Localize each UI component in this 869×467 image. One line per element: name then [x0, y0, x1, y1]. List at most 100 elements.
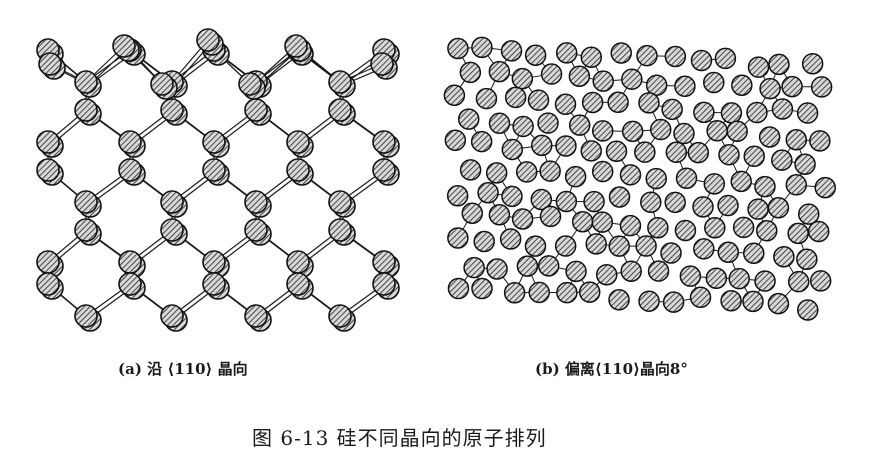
- atom: [621, 120, 644, 143]
- atom: [461, 202, 484, 224]
- atom: [443, 84, 466, 107]
- atom: [638, 92, 660, 114]
- subfigure-a-caption: (a) 沿 ⟨110⟩ 晶向: [118, 360, 248, 378]
- atom: [717, 241, 740, 263]
- atom: [674, 219, 697, 242]
- atom: [674, 75, 696, 98]
- atom: [796, 102, 819, 124]
- atom: [524, 235, 547, 257]
- atom: [447, 277, 470, 300]
- subfigure-b-caption: (b) 偏离⟨110⟩晶向8°: [535, 360, 688, 378]
- atom: [797, 203, 820, 225]
- atom: [743, 242, 765, 265]
- atom: [647, 260, 670, 282]
- atom: [583, 190, 605, 213]
- atom: [689, 286, 712, 309]
- atom: [665, 141, 688, 164]
- atom: [488, 60, 511, 83]
- atom: [457, 108, 480, 130]
- atom: [202, 272, 226, 296]
- atom: [754, 270, 776, 292]
- atom: [74, 304, 98, 328]
- atom: [619, 214, 642, 237]
- atom: [286, 158, 310, 182]
- atom: [473, 230, 495, 253]
- atom: [636, 44, 658, 67]
- atom: [370, 52, 394, 76]
- atom: [512, 115, 534, 138]
- atom: [758, 126, 781, 148]
- atom: [540, 63, 563, 85]
- atom: [328, 190, 352, 214]
- atom: [527, 89, 550, 111]
- atom: [539, 205, 562, 228]
- atom: [664, 45, 687, 68]
- atom: [477, 181, 499, 204]
- atom: [731, 74, 753, 96]
- atom: [660, 242, 682, 264]
- atom: [608, 289, 630, 311]
- atom: [580, 46, 603, 69]
- atom: [459, 61, 482, 84]
- atom: [746, 101, 768, 124]
- atom: [728, 267, 750, 290]
- atom: [605, 140, 628, 162]
- atom: [794, 153, 816, 176]
- atom: [771, 149, 793, 171]
- lattice-view-off-110-8deg: [443, 36, 837, 321]
- atom: [537, 255, 560, 277]
- atom: [515, 161, 538, 183]
- atom: [645, 74, 668, 96]
- atom: [809, 270, 832, 292]
- atom: [640, 191, 662, 213]
- atom: [244, 98, 268, 122]
- atom: [112, 34, 136, 58]
- atom: [787, 222, 809, 245]
- atom: [634, 141, 656, 163]
- atom: [524, 44, 547, 66]
- atom: [446, 184, 469, 207]
- atom: [809, 130, 831, 152]
- atom: [619, 164, 642, 186]
- atom: [742, 290, 764, 313]
- atom: [754, 175, 776, 198]
- atom: [475, 87, 498, 110]
- atom: [530, 188, 553, 211]
- atom: [767, 197, 790, 219]
- atom: [771, 98, 794, 120]
- atom: [571, 210, 594, 233]
- atom: [286, 130, 310, 154]
- atom: [591, 160, 614, 183]
- atom: [743, 145, 765, 168]
- atom: [501, 138, 524, 161]
- atom: [595, 263, 618, 286]
- atom: [459, 159, 482, 181]
- atom: [328, 304, 352, 328]
- atom: [732, 216, 755, 239]
- atom: [36, 272, 60, 296]
- atom: [74, 190, 98, 214]
- atom: [797, 299, 819, 321]
- atom: [470, 130, 493, 153]
- atom: [635, 235, 657, 257]
- atom: [500, 40, 523, 62]
- atom: [539, 160, 561, 182]
- atom: [662, 291, 685, 313]
- atom: [645, 167, 667, 190]
- atom: [118, 130, 142, 154]
- atom: [554, 235, 577, 257]
- atom: [703, 71, 725, 94]
- atom: [693, 238, 715, 260]
- atom: [592, 70, 614, 92]
- atom: [244, 218, 268, 242]
- atom: [555, 135, 577, 157]
- atom: [328, 98, 352, 122]
- atom: [118, 158, 142, 182]
- atom: [286, 272, 310, 296]
- atom: [511, 67, 534, 90]
- atom: [537, 112, 559, 134]
- atom: [202, 250, 226, 274]
- atom: [485, 162, 508, 184]
- atom: [36, 130, 60, 154]
- atom: [581, 91, 604, 114]
